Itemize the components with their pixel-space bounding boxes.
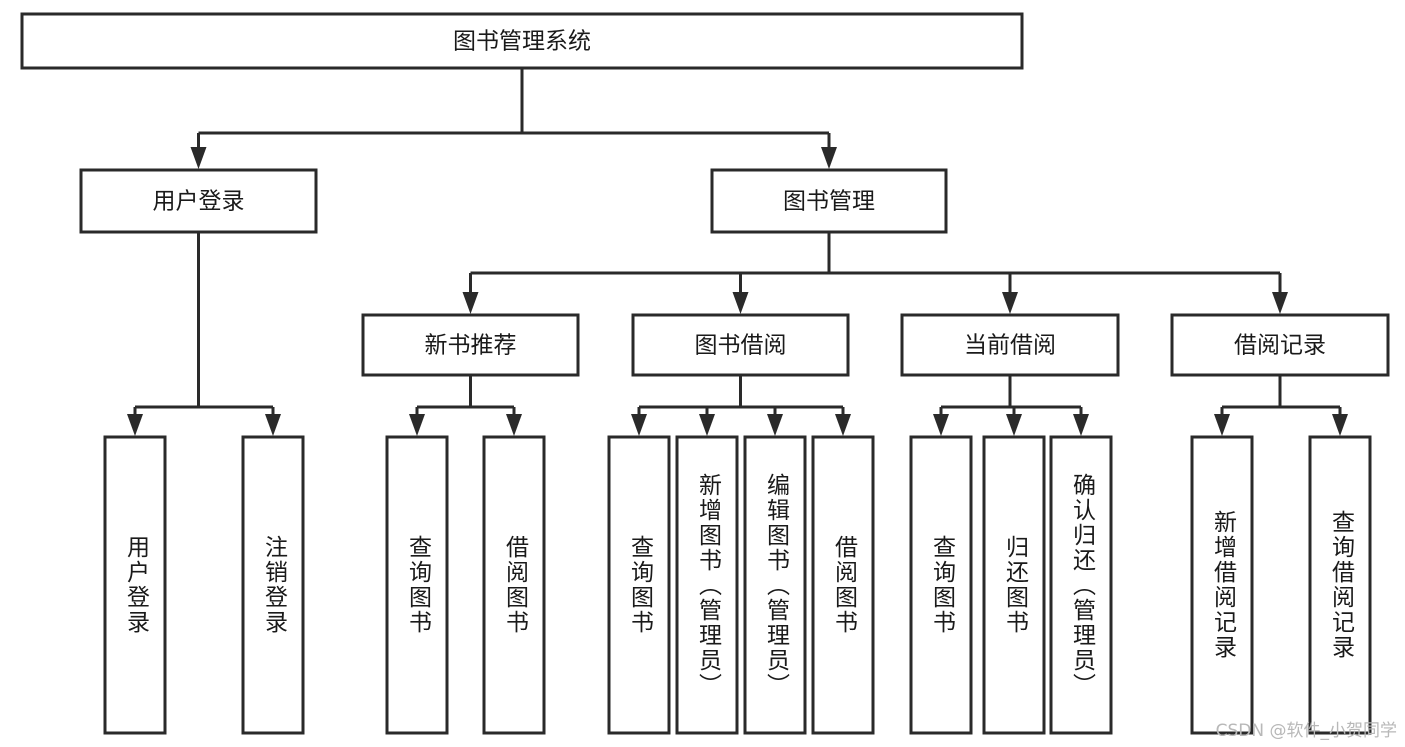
node-leaf-leaf-confirm-return[interactable] bbox=[1049, 435, 1113, 735]
node-level2-user-login[interactable]: 用户登录 bbox=[79, 168, 318, 234]
arrow-head-icon bbox=[767, 414, 783, 436]
arrow-head-icon bbox=[835, 414, 851, 436]
node-label: 借阅记录 bbox=[1234, 333, 1326, 359]
node-leaf-leaf-borrow-book-1[interactable] bbox=[482, 435, 546, 735]
node-label: 图书借阅 bbox=[695, 333, 787, 359]
node-leaf-leaf-query-record[interactable] bbox=[1308, 435, 1372, 735]
arrow-head-icon bbox=[1214, 414, 1230, 436]
node-level3-new-book-recommend[interactable]: 新书推荐 bbox=[361, 313, 580, 377]
arrow-head-icon bbox=[732, 292, 749, 314]
node-label: 当前借阅 bbox=[964, 333, 1056, 359]
arrow-head-icon bbox=[506, 414, 522, 436]
node-label: 图书管理 bbox=[783, 189, 875, 215]
arrow-head-icon bbox=[265, 414, 281, 436]
arrow-head-icon bbox=[933, 414, 949, 436]
node-level3-book-borrow[interactable]: 图书借阅 bbox=[631, 313, 850, 377]
node-label: 用户登录 bbox=[153, 189, 245, 215]
node-leaf-leaf-user-logout[interactable] bbox=[241, 435, 305, 735]
arrow-head-icon bbox=[1073, 414, 1089, 436]
arrow-head-icon bbox=[821, 147, 837, 169]
arrow-head-icon bbox=[409, 414, 425, 436]
arrow-head-icon bbox=[190, 147, 207, 169]
node-level2-book-manage[interactable]: 图书管理 bbox=[710, 168, 948, 234]
arrow-head-icon bbox=[631, 414, 647, 436]
node-leaf-leaf-query-book-2[interactable] bbox=[607, 435, 671, 735]
arrow-head-icon bbox=[1272, 292, 1288, 314]
node-label: 图书管理系统 bbox=[453, 29, 591, 55]
node-level3-borrow-record[interactable]: 借阅记录 bbox=[1170, 313, 1390, 377]
node-root-root[interactable]: 图书管理系统 bbox=[20, 12, 1024, 70]
arrow-head-icon bbox=[1332, 414, 1348, 436]
arrow-head-icon bbox=[699, 414, 715, 436]
node-level3-current-borrow[interactable]: 当前借阅 bbox=[900, 313, 1120, 377]
watermark-text: CSDN @软件_小贺同学 bbox=[1215, 721, 1397, 741]
node-leaf-leaf-user-login[interactable] bbox=[103, 435, 167, 735]
connector-layer bbox=[127, 68, 1348, 436]
node-leaf-leaf-edit-book-admin[interactable] bbox=[743, 435, 807, 735]
arrow-head-icon bbox=[1006, 414, 1022, 436]
node-leaf-leaf-query-book-3[interactable] bbox=[909, 435, 973, 735]
node-leaf-leaf-query-book-1[interactable] bbox=[385, 435, 449, 735]
node-leaf-leaf-add-record[interactable] bbox=[1190, 435, 1254, 735]
node-leaf-leaf-borrow-book-2[interactable] bbox=[811, 435, 875, 735]
node-leaf-leaf-return-book[interactable] bbox=[982, 435, 1046, 735]
arrow-head-icon bbox=[127, 414, 143, 436]
arrow-head-icon bbox=[1002, 292, 1018, 314]
arrow-head-icon bbox=[462, 292, 479, 314]
node-leaf-leaf-add-book-admin[interactable] bbox=[675, 435, 739, 735]
node-label: 新书推荐 bbox=[425, 333, 517, 359]
